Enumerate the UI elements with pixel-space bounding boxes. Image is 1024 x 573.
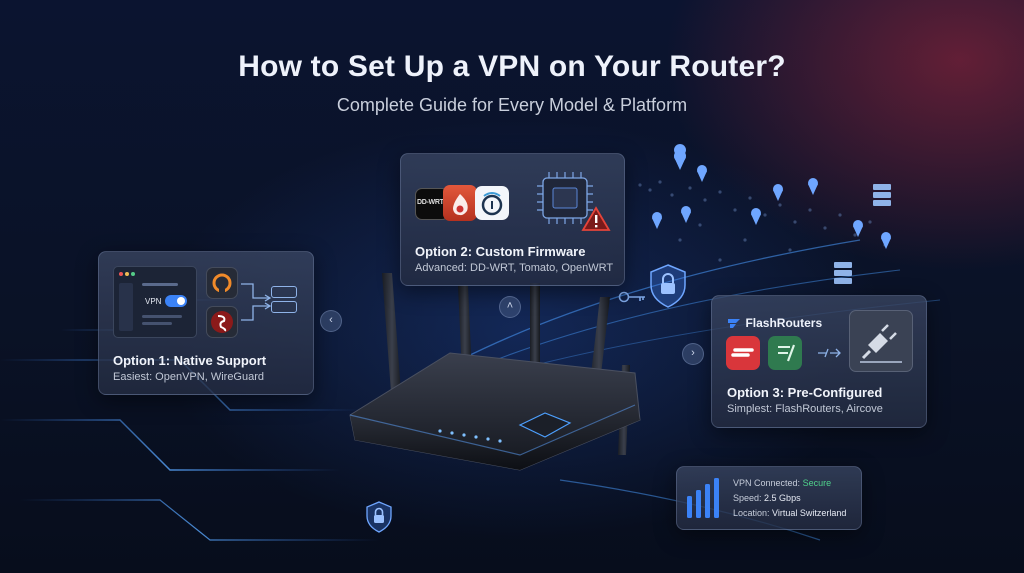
link-arrows (818, 348, 841, 358)
option-2-title: Option 2: Custom Firmware (415, 244, 586, 259)
location-pin-icon (674, 144, 687, 170)
location-pin-icon (751, 208, 761, 225)
location-pin-icon (853, 220, 863, 237)
prev-option-button[interactable]: ‹ (320, 310, 342, 332)
option-1-description: Easiest: OpenVPN, WireGuard (113, 371, 265, 383)
chip-icon (537, 172, 593, 224)
location-pin-icon (681, 206, 691, 223)
speed-value: 2.5 Gbps (764, 493, 801, 503)
option-2-description: Advanced: DD-WRT, Tomato, OpenWRT (415, 262, 614, 274)
vpn-connected-value: Secure (802, 478, 832, 488)
speed-label: Speed: (733, 493, 762, 503)
option-3-description: Simplest: FlashRouters, Aircove (727, 403, 883, 415)
signal-bar (687, 496, 692, 518)
server-icon (271, 286, 297, 316)
vpn-connected-label: VPN Connected: (733, 478, 801, 488)
native-support-window: VPN (113, 266, 197, 338)
plug-icon (849, 310, 913, 372)
shield-lock-icon (366, 501, 392, 533)
signal-bar (714, 478, 719, 518)
location-pin-icon (697, 165, 707, 182)
option-2-card[interactable]: DD-WRT Option 2: Custom Firmware Advance… (400, 153, 625, 286)
map-markers (652, 144, 891, 284)
option-3-card[interactable]: FlashRouters Option 3: Pre-Configured Si… (711, 295, 927, 428)
option-1-card[interactable]: VPN Option 1: Native Support Easiest: Op… (98, 251, 314, 395)
expressvpn-icon (726, 336, 760, 370)
vpn-toggle-label: VPN (145, 297, 162, 306)
flashrouters-icon (728, 318, 740, 328)
wireguard-icon (206, 306, 238, 338)
page-title: How to Set Up a VPN on Your Router? (238, 50, 786, 83)
openwrt-icon (475, 186, 509, 220)
expand-option-button[interactable]: ˄ (499, 296, 521, 318)
server-icon (873, 184, 891, 206)
location-pin-icon (652, 212, 662, 229)
vpn-status-panel: VPN Connected: Secure Speed: 2.5 Gbps Lo… (676, 466, 862, 530)
next-option-button[interactable]: › (682, 343, 704, 365)
signal-bar (705, 484, 710, 518)
location-label: Location: (733, 508, 770, 518)
signal-bar (696, 490, 701, 518)
warning-icon (581, 206, 611, 231)
option-1-title: Option 1: Native Support (113, 353, 267, 368)
location-value: Virtual Switzerland (772, 508, 847, 518)
signal-strength-icon (687, 478, 719, 518)
key-icon (618, 291, 645, 303)
tomato-icon (443, 185, 477, 221)
page-subtitle: Complete Guide for Every Model & Platfor… (336, 95, 688, 115)
vpn-toggle[interactable] (165, 295, 187, 307)
location-pin-icon (881, 232, 891, 249)
option-3-title: Option 3: Pre-Configured (727, 385, 883, 400)
surfshark-icon (768, 336, 802, 370)
server-icon (834, 262, 852, 284)
openvpn-icon (206, 267, 238, 299)
location-pin-icon (808, 178, 818, 195)
shield-lock-icon (650, 264, 686, 308)
flashrouters-brand: FlashRouters (727, 314, 822, 332)
router-illustration (349, 273, 641, 471)
connection-arrows (241, 283, 272, 321)
location-pin-icon (773, 184, 783, 201)
